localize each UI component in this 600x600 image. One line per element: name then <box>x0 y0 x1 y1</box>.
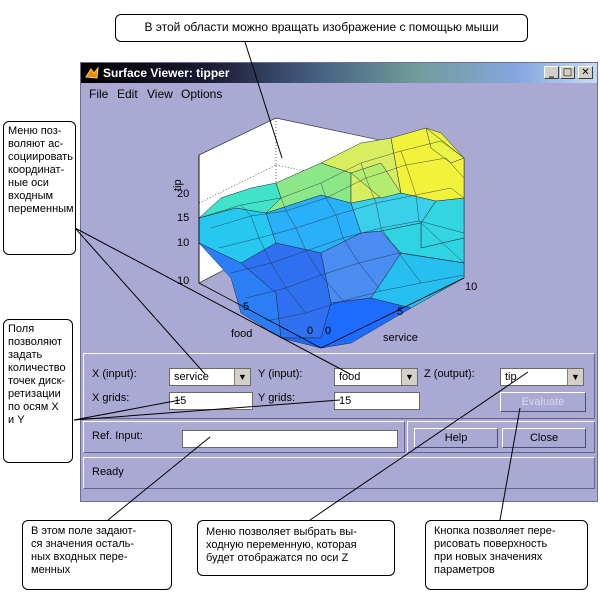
surface-mesh <box>198 140 465 322</box>
matlab-icon <box>85 66 99 79</box>
service-tick-10: 10 <box>465 281 477 293</box>
help-button[interactable]: Help <box>414 428 498 448</box>
callout-menus-line: социировать <box>8 151 73 163</box>
status-panel: Ready <box>83 457 595 489</box>
callout-menus-line: воляют ас- <box>8 138 64 150</box>
menu-file[interactable]: File <box>89 87 109 101</box>
callout-grids: Поля позволяют задать количество точек д… <box>3 319 73 463</box>
callout-grids-line: задать <box>8 349 43 361</box>
service-tick-0: 0 <box>325 325 331 337</box>
callout-menus-line: переменным <box>8 203 74 215</box>
axes-panel: X (input): service ▼ Y (input): food ▼ Z… <box>83 353 595 419</box>
callout-evaluate-line: параметров <box>434 564 495 576</box>
close-window-button[interactable]: ✕ <box>578 66 593 79</box>
chevron-down-icon: ▼ <box>234 369 250 385</box>
callout-grids-line: и Y <box>8 414 25 426</box>
plot-axes <box>198 155 465 349</box>
ref-input-field[interactable] <box>182 430 398 448</box>
menu-view[interactable]: View <box>147 87 173 101</box>
x-input-select[interactable]: service ▼ <box>169 368 251 386</box>
callout-menus: Меню поз- воляют ас- социировать координ… <box>3 121 76 255</box>
callout-grids-line: количество <box>8 362 66 374</box>
surface-viewer-window: Surface Viewer: tipper _ □ ✕ File Edit V… <box>80 62 598 502</box>
z-output-select[interactable]: tip ▼ <box>500 368 584 386</box>
menu-edit[interactable]: Edit <box>117 87 138 101</box>
callout-evaluate-line: при новых значениях <box>434 551 543 563</box>
callout-menus-line: Меню поз- <box>8 125 62 137</box>
close-button[interactable]: Close <box>502 428 586 448</box>
evaluate-button[interactable]: Evaluate <box>500 392 586 412</box>
buttons-panel: Help Close <box>407 421 595 453</box>
z-axis-label: tip <box>172 179 184 191</box>
ref-input-panel: Ref. Input: <box>83 421 405 453</box>
food-tick-0: 0 <box>307 325 313 337</box>
callout-grids-line: ретизации <box>8 388 61 400</box>
ref-input-label: Ref. Input: <box>92 430 143 442</box>
menu-bar: File Edit View Options <box>81 83 597 103</box>
callout-menus-line: ные оси <box>8 177 49 189</box>
callout-ref-input-line: В этом поле задают- <box>31 525 137 537</box>
callout-ref-input-line: менных <box>31 564 71 576</box>
tip-surface <box>198 127 465 349</box>
callout-ref-input-line: ных входных пере- <box>31 551 128 563</box>
x-grids-label: X grids: <box>92 392 130 404</box>
y-input-label: Y (input): <box>258 368 303 380</box>
callout-grids-line: по осям X <box>8 401 59 413</box>
service-tick-5: 5 <box>397 306 403 318</box>
z-output-label: Z (output): <box>424 368 475 380</box>
callout-menus-line: координат- <box>8 164 65 176</box>
chevron-down-icon: ▼ <box>401 369 417 385</box>
callout-evaluate-line: рисовать поверхность <box>434 538 548 550</box>
chevron-down-icon: ▼ <box>567 369 583 385</box>
z-tick-20: 20 <box>177 188 189 200</box>
service-axis-label: service <box>383 332 418 344</box>
food-axis-label: food <box>231 328 252 340</box>
minimize-button[interactable]: _ <box>544 66 559 79</box>
callout-evaluate: Кнопка позволяет пере- рисовать поверхно… <box>425 520 588 590</box>
callout-output-menu-line: Меню позволяет выбрать вы- <box>206 526 357 538</box>
x-input-label: X (input): <box>92 368 137 380</box>
callout-evaluate-line: Кнопка позволяет пере- <box>434 525 556 537</box>
maximize-button[interactable]: □ <box>560 66 575 79</box>
callout-output-menu-line: ходную переменную, которая <box>206 539 357 551</box>
callout-output-menu-line: будет отображатся по оси Z <box>206 552 349 564</box>
z-tick-15: 15 <box>177 212 189 224</box>
callout-output-menu: Меню позволяет выбрать вы- ходную переме… <box>197 520 395 576</box>
y-input-select[interactable]: food ▼ <box>334 368 418 386</box>
callout-grids-line: точек диск- <box>8 375 66 387</box>
title-bar[interactable]: Surface Viewer: tipper _ □ ✕ <box>81 63 597 83</box>
callout-ref-input: В этом поле задают- ся значения осталь- … <box>22 520 172 590</box>
callout-menus-line: входным <box>8 190 54 202</box>
z-tick-10: 10 <box>177 237 189 249</box>
y-grids-field[interactable]: 15 <box>334 392 420 410</box>
window-title: Surface Viewer: tipper <box>103 66 230 80</box>
status-text: Ready <box>92 466 124 478</box>
surface-plot[interactable]: tip 20 15 10 10 5 0 food 0 5 10 service <box>81 103 597 353</box>
callout-rotate: В этой области можно вращать изображение… <box>115 14 528 42</box>
callout-grids-line: позволяют <box>8 336 63 348</box>
menu-options[interactable]: Options <box>181 87 223 101</box>
y-grids-label: Y grids: <box>258 392 296 404</box>
callout-grids-line: Поля <box>8 323 35 335</box>
callout-ref-input-line: ся значения осталь- <box>31 538 135 550</box>
food-tick-5: 5 <box>243 301 249 313</box>
